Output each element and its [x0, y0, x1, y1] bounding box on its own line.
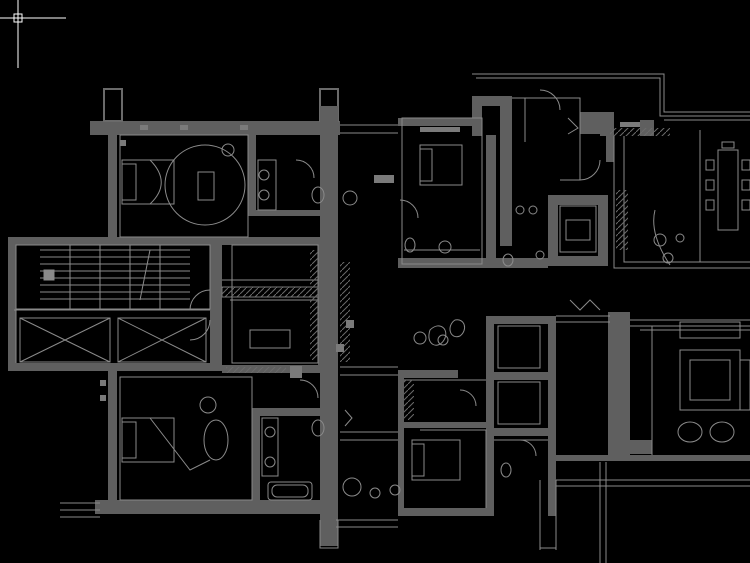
dining-table-icon — [653, 141, 750, 266]
toilet-icon — [311, 186, 514, 478]
bathtub-icon — [267, 481, 313, 501]
sofa-icon — [677, 321, 750, 443]
plant-icon — [199, 117, 685, 499]
elevator-icon — [19, 205, 597, 425]
bed-icon — [121, 144, 463, 481]
rug-and-tables — [164, 144, 452, 461]
staircase-icon — [15, 244, 211, 310]
exterior-walls — [8, 88, 750, 546]
small-fixture-marks — [100, 122, 640, 401]
crosshair-cursor-icon[interactable] — [0, 0, 66, 68]
detail-lines — [14, 73, 750, 563]
basin-icon — [257, 159, 545, 477]
hatched-areas — [221, 128, 670, 420]
door-swings — [189, 89, 601, 457]
